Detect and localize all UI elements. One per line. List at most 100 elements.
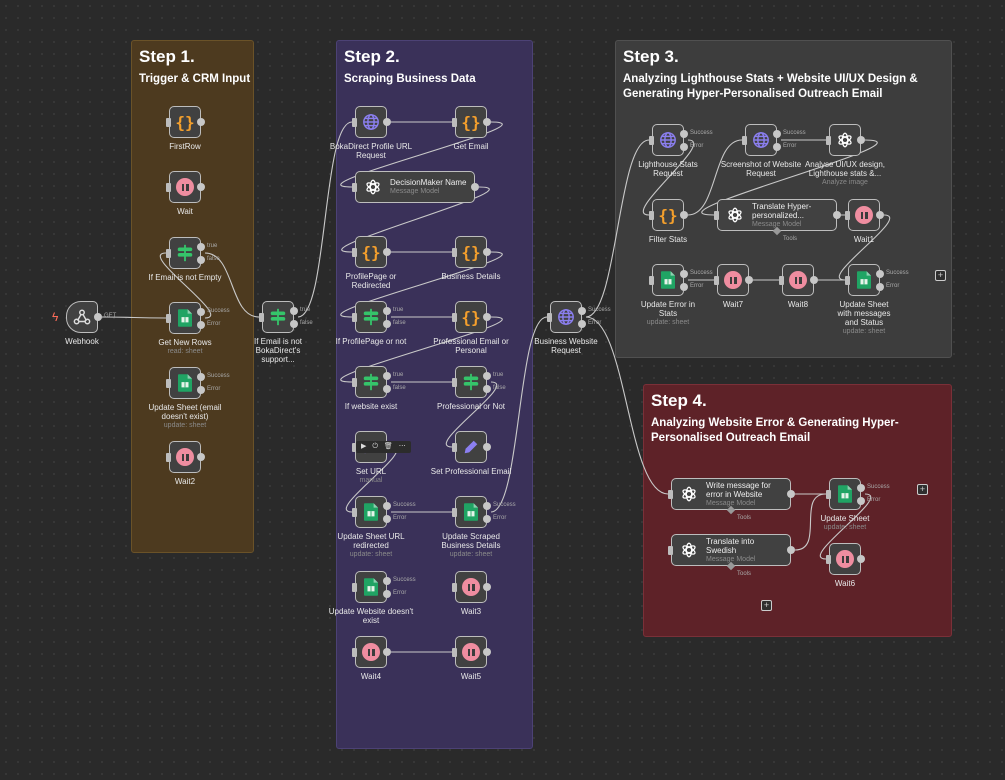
input-port[interactable] <box>714 276 719 285</box>
output-port[interactable] <box>680 211 688 219</box>
input-port[interactable] <box>649 276 654 285</box>
node-get-email[interactable]: {}Get Email <box>452 106 491 151</box>
output-port[interactable]: Success <box>483 502 516 510</box>
input-port[interactable] <box>826 490 831 499</box>
output-port[interactable]: true <box>290 307 310 315</box>
output-port[interactable] <box>857 555 865 563</box>
node-wait1[interactable]: Wait1 <box>845 199 884 244</box>
run-node-button[interactable]: ▶ <box>361 443 367 450</box>
input-port[interactable] <box>779 276 784 285</box>
input-port[interactable] <box>166 314 171 323</box>
input-port[interactable] <box>547 313 552 322</box>
input-port[interactable] <box>826 136 831 145</box>
delete-node-button[interactable]: 🗑 <box>383 443 393 450</box>
node-professional-email[interactable]: {}Professional Email or Personal <box>433 301 509 355</box>
output-port[interactable] <box>383 648 391 656</box>
output-port[interactable] <box>483 583 491 591</box>
input-port[interactable] <box>166 379 171 388</box>
deactivate-node-button[interactable]: ⏻ <box>372 443 378 450</box>
input-port[interactable] <box>649 136 654 145</box>
output-port[interactable]: false <box>383 320 406 328</box>
add-node-plus-icon[interactable]: + <box>935 270 946 281</box>
node-wait3[interactable]: Wait3 <box>452 571 491 616</box>
output-port[interactable] <box>483 118 491 126</box>
add-node-plus-icon[interactable]: + <box>917 484 928 495</box>
input-port[interactable] <box>166 453 171 462</box>
output-port[interactable]: Error <box>578 320 601 328</box>
output-port[interactable] <box>483 648 491 656</box>
output-port[interactable]: Error <box>876 283 899 291</box>
node-wait4[interactable]: Wait4 <box>352 636 391 681</box>
output-port[interactable]: Error <box>857 497 880 505</box>
output-port[interactable]: Error <box>680 143 703 151</box>
output-port[interactable] <box>383 118 391 126</box>
output-port[interactable]: Success <box>578 307 611 315</box>
node-wait6[interactable]: Wait6 <box>826 543 865 588</box>
node-profilepage[interactable]: {}ProfilePage or Redirected <box>346 236 396 290</box>
node-if-email-support[interactable]: If Email is not BokaDirect's support...t… <box>254 301 313 364</box>
output-port[interactable]: Error <box>197 321 220 329</box>
node-analyse[interactable]: Analyse UI/UX design, Lighthouse stats &… <box>805 124 885 186</box>
input-port[interactable] <box>352 508 357 517</box>
node-wait7[interactable]: Wait7 <box>714 264 753 309</box>
node-wait[interactable]: Wait <box>166 171 205 216</box>
node-bokadirect-request[interactable]: BokaDirect Profile URL Request <box>330 106 412 160</box>
node-wait5[interactable]: Wait5 <box>452 636 491 681</box>
input-port[interactable] <box>452 648 457 657</box>
output-port[interactable]: Success <box>876 270 909 278</box>
input-port[interactable] <box>259 313 264 322</box>
output-port[interactable] <box>810 276 818 284</box>
node-wait2[interactable]: Wait2 <box>166 441 205 486</box>
input-port[interactable] <box>714 211 719 220</box>
input-port[interactable] <box>668 490 673 499</box>
input-port[interactable] <box>452 583 457 592</box>
output-port[interactable]: true <box>383 372 403 380</box>
input-port[interactable] <box>845 211 850 220</box>
input-port[interactable] <box>352 313 357 322</box>
output-port[interactable]: Success <box>197 373 230 381</box>
input-port[interactable] <box>352 583 357 592</box>
input-port[interactable] <box>826 555 831 564</box>
node-translate-hyper[interactable]: Translate Hyper-personalized...Message M… <box>714 199 841 242</box>
node-update-sheet-email[interactable]: Update Sheet (email doesn't exist)update… <box>149 367 230 429</box>
output-port[interactable] <box>197 118 205 126</box>
node-firstrow[interactable]: {}FirstRow <box>166 106 205 151</box>
output-port[interactable] <box>483 443 491 451</box>
node-toolbar[interactable]: ▶ ⏻ 🗑 ⋯ <box>356 441 411 453</box>
output-port[interactable]: Error <box>680 283 703 291</box>
input-port[interactable] <box>352 378 357 387</box>
output-port[interactable]: GET <box>94 313 116 321</box>
add-tool-plus-icon[interactable]: + <box>761 600 772 611</box>
output-port[interactable]: true <box>383 307 403 315</box>
input-port[interactable] <box>452 443 457 452</box>
output-port[interactable]: Success <box>680 130 713 138</box>
input-port[interactable] <box>166 183 171 192</box>
input-port[interactable] <box>352 443 357 452</box>
output-port[interactable] <box>857 136 865 144</box>
output-port[interactable]: Error <box>383 515 406 523</box>
output-port[interactable]: false <box>197 256 220 264</box>
input-port[interactable] <box>452 378 457 387</box>
output-port[interactable]: true <box>197 243 217 251</box>
node-business-details[interactable]: {}Business Details <box>441 236 501 281</box>
output-port[interactable] <box>471 183 479 191</box>
node-wait8[interactable]: Wait8 <box>779 264 818 309</box>
output-port[interactable] <box>876 211 884 219</box>
output-port[interactable]: Success <box>383 577 416 585</box>
input-port[interactable] <box>352 118 357 127</box>
output-port[interactable]: Error <box>197 386 220 394</box>
output-port[interactable] <box>833 211 841 219</box>
